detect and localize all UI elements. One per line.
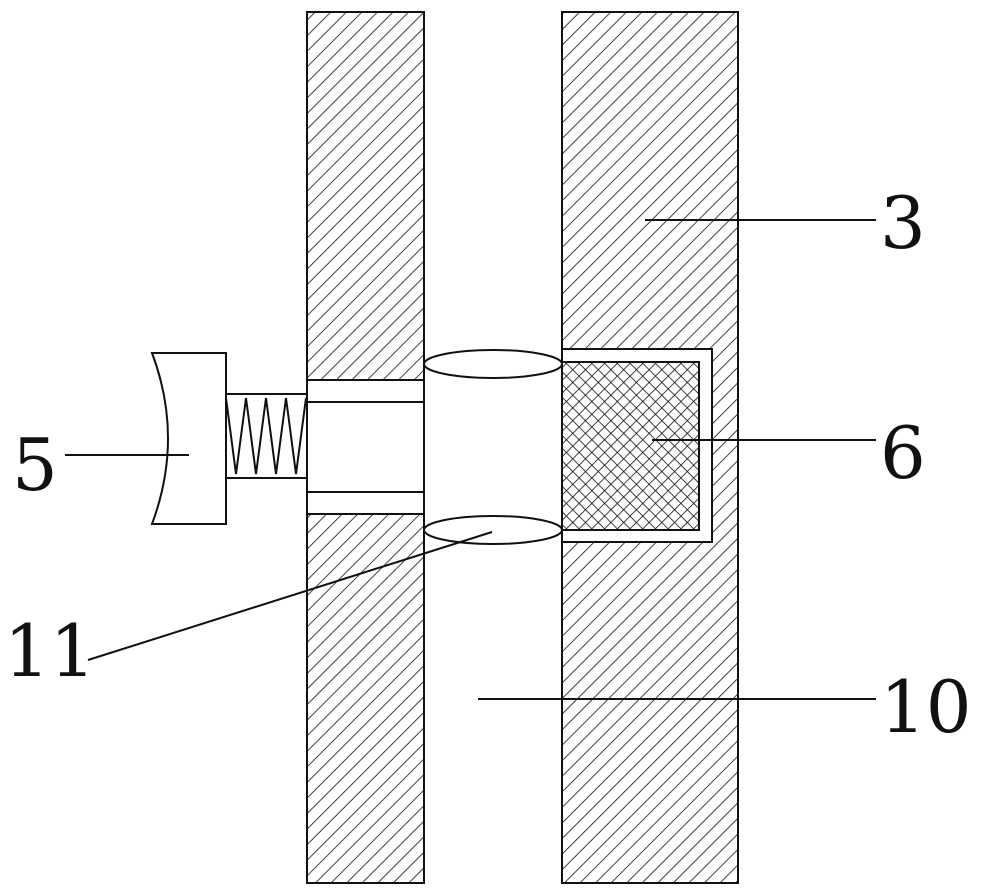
- spring: [225, 393, 307, 479]
- leader-lines: [65, 219, 876, 700]
- label-11: 11: [4, 609, 96, 693]
- upper-roller: [423, 349, 563, 379]
- handle-5: [150, 352, 227, 525]
- label-3: 3: [880, 181, 926, 265]
- rollers: [423, 349, 563, 545]
- pin-channel: [306, 379, 425, 515]
- block-6: [561, 361, 700, 531]
- left-wall: [306, 11, 425, 884]
- leader-11: [87, 531, 493, 661]
- label-10: 10: [880, 665, 972, 749]
- label-6: 6: [880, 411, 926, 495]
- lower-roller: [423, 515, 563, 545]
- label-5: 5: [12, 423, 58, 507]
